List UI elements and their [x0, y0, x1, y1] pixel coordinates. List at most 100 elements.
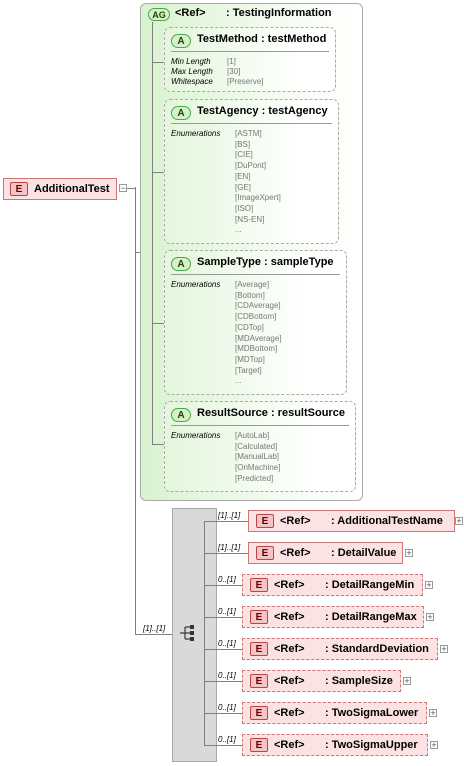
facet-key: Max Length	[171, 67, 213, 76]
child-occurrence: 0..[1]	[218, 607, 236, 616]
trunk-to-seq	[135, 634, 172, 635]
enumerations-label: Enumerations	[171, 129, 221, 138]
child-element-samplesize[interactable]: E <Ref> : SampleSize	[242, 670, 401, 692]
trunk-to-ag	[135, 252, 141, 253]
child-ref: <Ref>	[274, 675, 305, 687]
ag-link-3	[152, 323, 164, 324]
enum-value: [CIE]	[235, 150, 253, 160]
enum-value: [Bottom]	[235, 290, 265, 300]
child-name: : TwoSigmaLower	[325, 707, 419, 719]
expand-toggle[interactable]: +	[455, 516, 463, 526]
element-badge: E	[10, 182, 28, 196]
root-trunk	[135, 187, 136, 635]
attribute-badge: A	[171, 106, 191, 120]
enum-value: [MDAverage]	[235, 333, 282, 343]
attribute-group-ref: <Ref>	[175, 7, 206, 19]
element-badge: E	[250, 738, 268, 752]
child-name: : DetailRangeMin	[325, 579, 415, 591]
ag-link-4	[152, 444, 164, 445]
attribute-group-badge: AG	[148, 8, 170, 21]
element-badge: E	[256, 546, 274, 560]
child-connector	[204, 585, 242, 586]
expand-toggle[interactable]: +	[440, 644, 448, 654]
facet-value: [1]	[227, 57, 236, 66]
enum-value: [CDBottom]	[235, 312, 277, 322]
child-element-detailvalue[interactable]: E <Ref> : DetailValue	[248, 542, 403, 564]
attribute-testagency[interactable]: A TestAgency : testAgency Enumerations […	[164, 99, 339, 244]
expand-toggle[interactable]: +	[425, 580, 433, 590]
child-connector	[204, 649, 242, 650]
child-element-standarddeviation[interactable]: E <Ref> : StandardDeviation	[242, 638, 438, 660]
enum-value: [ManualLab]	[235, 452, 280, 462]
enum-value: ...	[235, 225, 242, 235]
enum-value: [DuPont]	[235, 161, 267, 171]
sequence-compositor[interactable]	[172, 508, 217, 762]
attribute-badge: A	[171, 34, 191, 48]
child-connector	[204, 681, 242, 682]
attribute-testmethod[interactable]: A TestMethod : testMethod Min Length [1]…	[164, 27, 336, 92]
facet-key: Min Length	[171, 57, 211, 66]
enumeration-list: [ASTM] [BS] [CIE] [DuPont] [EN] [GE] [Im…	[235, 129, 281, 236]
child-connector	[204, 745, 242, 746]
enum-value: [EN]	[235, 171, 251, 181]
child-element-detailrangemin[interactable]: E <Ref> : DetailRangeMin	[242, 574, 423, 596]
child-ref: <Ref>	[274, 643, 305, 655]
enum-value: ...	[235, 376, 242, 386]
ag-link-2	[152, 172, 164, 173]
enumerations-label: Enumerations	[171, 431, 221, 440]
sequence-trunk	[204, 522, 205, 745]
expand-toggle[interactable]: +	[405, 548, 413, 558]
root-connector	[127, 188, 135, 189]
expand-toggle[interactable]: +	[430, 740, 438, 750]
child-occurrence: 0..[1]	[218, 703, 236, 712]
enum-value: [Average]	[235, 280, 270, 289]
child-element-twosigmaupper[interactable]: E <Ref> : TwoSigmaUpper	[242, 734, 428, 756]
divider	[171, 274, 340, 275]
child-occurrence: 0..[1]	[218, 735, 236, 744]
expand-toggle[interactable]: +	[403, 676, 411, 686]
divider	[171, 123, 332, 124]
root-element-name: AdditionalTest	[34, 183, 110, 195]
child-name: : StandardDeviation	[325, 643, 429, 655]
attribute-title: TestAgency : testAgency	[197, 105, 328, 117]
child-ref: <Ref>	[280, 515, 311, 527]
sequence-occurrence: [1]..[1]	[143, 624, 166, 633]
enum-value: [NS-EN]	[235, 214, 265, 224]
child-occurrence: [1]..[1]	[218, 511, 241, 520]
expand-toggle[interactable]: +	[426, 612, 434, 622]
child-ref: <Ref>	[280, 547, 311, 559]
expand-toggle[interactable]: +	[429, 708, 437, 718]
sequence-compositor-icon	[180, 625, 194, 641]
child-occurrence: 0..[1]	[218, 671, 236, 680]
ag-inner-trunk	[152, 22, 153, 444]
child-name: : DetailValue	[331, 547, 397, 559]
root-collapse-toggle[interactable]: −	[119, 183, 127, 193]
enum-value: [AutoLab]	[235, 431, 270, 440]
element-badge: E	[250, 674, 268, 688]
facet-key: Whitespace	[171, 77, 213, 86]
child-connector	[204, 617, 242, 618]
attribute-resultsource[interactable]: A ResultSource : resultSource Enumeratio…	[164, 401, 356, 492]
element-badge: E	[250, 578, 268, 592]
enum-value: [Target]	[235, 365, 262, 375]
child-element-twosigmalower[interactable]: E <Ref> : TwoSigmaLower	[242, 702, 427, 724]
attribute-title: SampleType : sampleType	[197, 256, 334, 268]
child-connector	[204, 713, 242, 714]
root-element[interactable]: E AdditionalTest	[3, 178, 117, 200]
enum-value: [ISO]	[235, 203, 254, 213]
child-name: : SampleSize	[325, 675, 393, 687]
enum-value: [ASTM]	[235, 129, 262, 138]
attribute-sampletype[interactable]: A SampleType : sampleType Enumerations […	[164, 250, 347, 395]
enum-value: [Predicted]	[235, 473, 274, 483]
facet-value: [Preserve]	[227, 77, 264, 86]
ag-link-1	[152, 62, 164, 63]
attribute-badge: A	[171, 257, 191, 271]
child-element-additionaltestname[interactable]: E <Ref> : AdditionalTestName	[248, 510, 455, 532]
divider	[171, 425, 349, 426]
child-ref: <Ref>	[274, 611, 305, 623]
child-element-detailrangemax[interactable]: E <Ref> : DetailRangeMax	[242, 606, 424, 628]
child-ref: <Ref>	[274, 707, 305, 719]
child-ref: <Ref>	[274, 739, 305, 751]
enum-value: [BS]	[235, 139, 251, 149]
child-name: : TwoSigmaUpper	[325, 739, 418, 751]
